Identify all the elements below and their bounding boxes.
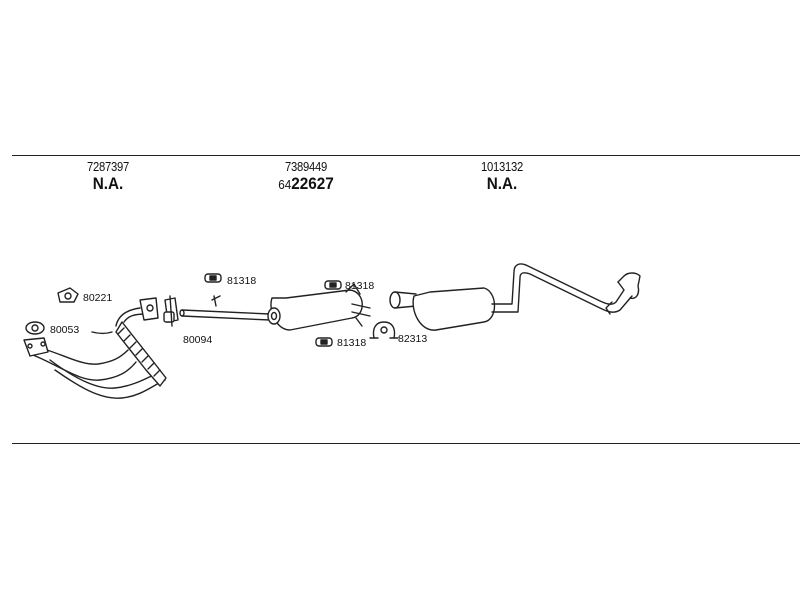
label-gasket-a: 80221 [83,292,112,304]
rubber-hanger-icon[interactable] [204,273,222,283]
part-status: N.A. [92,174,124,193]
label-hanger-1: 81318 [227,275,256,287]
part-code: 6422627 [252,174,360,194]
part-status: N.A. [486,174,518,193]
bottom-divider [12,443,800,444]
part-code-prefix: 64 [278,177,292,192]
gasket-icon[interactable] [57,287,79,303]
part-rear-silencer[interactable]: 1013132 N.A. [442,160,562,194]
part-front-pipe[interactable]: 7287397 N.A. [48,160,168,194]
label-gasket-b: 80053 [50,324,79,336]
label-clamp-front: 80094 [183,334,212,346]
rear-silencer-drawing[interactable] [389,263,641,331]
gasket-icon[interactable] [25,321,45,335]
part-middle-silencer[interactable]: 7389449 6422627 [246,160,366,194]
label-hanger-3: 81318 [337,337,366,349]
clamp-icon[interactable] [369,321,399,339]
middle-silencer-drawing[interactable] [179,283,371,331]
clamp-icon[interactable] [163,295,179,327]
label-hanger-2: 81318 [345,280,374,292]
part-number: 7389449 [285,160,327,174]
top-divider [12,155,800,156]
label-clamp-rear: 82313 [398,333,427,345]
front-pipe-drawing[interactable] [23,297,167,399]
part-code-main: 22627 [291,174,334,193]
part-number: 7287397 [87,160,129,174]
part-number: 1013132 [481,160,523,174]
rubber-hanger-icon[interactable] [324,280,342,290]
rubber-hanger-icon[interactable] [315,337,333,347]
